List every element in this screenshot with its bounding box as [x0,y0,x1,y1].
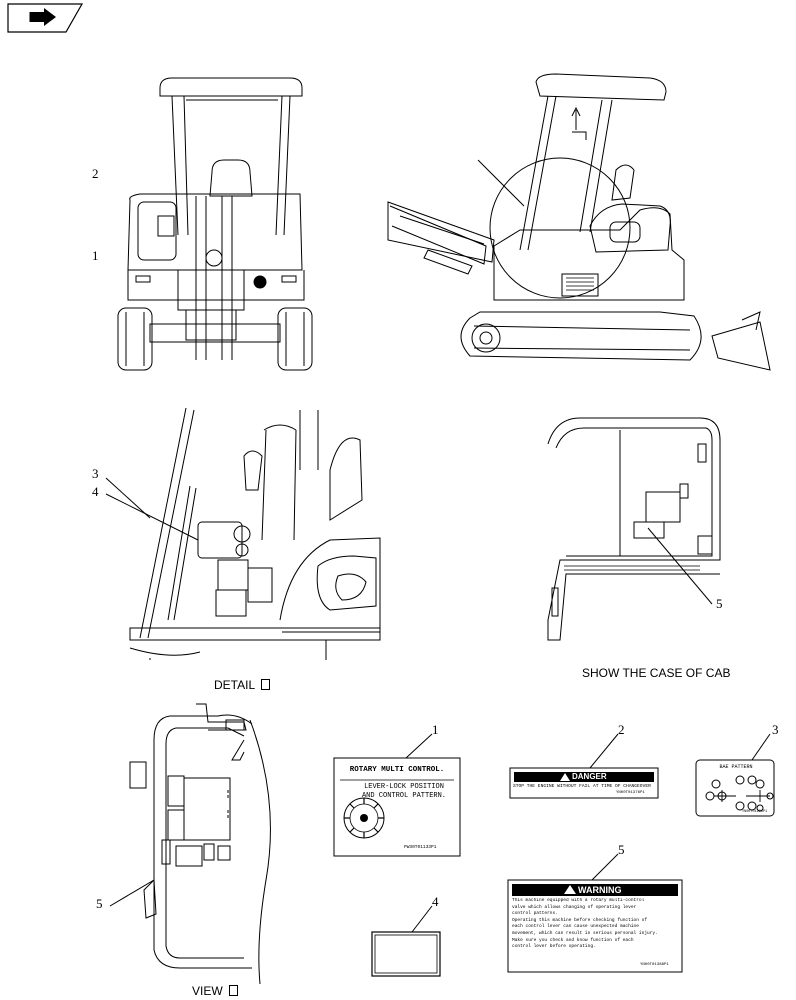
warning-heading: WARNING [578,885,622,895]
danger-text: STOP THE ENGINE WITHOUT FAIL AT TIME OF … [513,784,651,789]
rotary-line2: AND CONTROL PATTERN. [361,792,446,800]
warning-part: YN00T01388P1 [640,963,669,967]
placeholder-glyph-icon [229,985,239,996]
nav-button[interactable] [7,3,84,33]
decal-bae-pattern [695,733,775,817]
detail-view [105,407,381,660]
rotary-title: ROTARY MULTI CONTROL. [349,766,445,774]
bae-part: YN00T01201P1 [742,810,768,814]
decal-rotary-multi-control [333,733,461,857]
cab-view [547,417,721,641]
callout-1-top: 1 [92,248,99,263]
warning-body: This machine equipped with a rotary mult… [512,898,680,951]
warning-line: control patterns. [512,911,558,917]
excavator-side-view [387,73,771,371]
caption-cab: SHOW THE CASE OF CAB [582,666,731,680]
warning-line: valve which allows changing of operating… [512,904,637,910]
excavator-rear-view [117,77,313,371]
rotary-line1: LEVER-LOCK POSITION [364,783,444,791]
danger-heading: DANGER [572,772,607,781]
decal-danger [509,733,659,799]
caption-detail: DETAIL [214,678,271,692]
warning-line: This machine equipped with a rotary mult… [512,898,645,903]
callout-1-decal: 1 [432,722,439,737]
view-detail [109,703,271,985]
decal-warning [507,853,683,973]
placeholder-glyph-icon [261,679,271,690]
warning-line: control lever before operating. [512,944,596,950]
callout-3-decal: 3 [772,722,779,737]
arrow-right-icon [29,8,56,26]
callout-2-top: 2 [92,166,99,181]
warning-line: Operating this machine before checking f… [512,917,648,923]
callout-5-decal: 5 [618,842,625,857]
callout-2-decal: 2 [618,722,625,737]
callout-4-decal: 4 [432,894,439,909]
warning-line: Make sure you check and know function of… [512,937,634,943]
callout-5-cab: 5 [716,596,723,611]
warning-line: each control lever can cause unexpected … [512,924,639,930]
bae-title: BAE PATTERN [719,764,753,770]
danger-part: YN00T01376P1 [616,791,645,795]
warning-line: movement, which can result in serious pe… [512,930,658,936]
decal-blank [371,905,441,977]
rotary-part: PW30T01133P1 [404,845,437,850]
callout-5-view: 5 [96,896,103,911]
caption-view: VIEW [192,984,239,998]
callout-3-detail: 3 [92,466,99,481]
callout-4-detail: 4 [92,484,99,499]
